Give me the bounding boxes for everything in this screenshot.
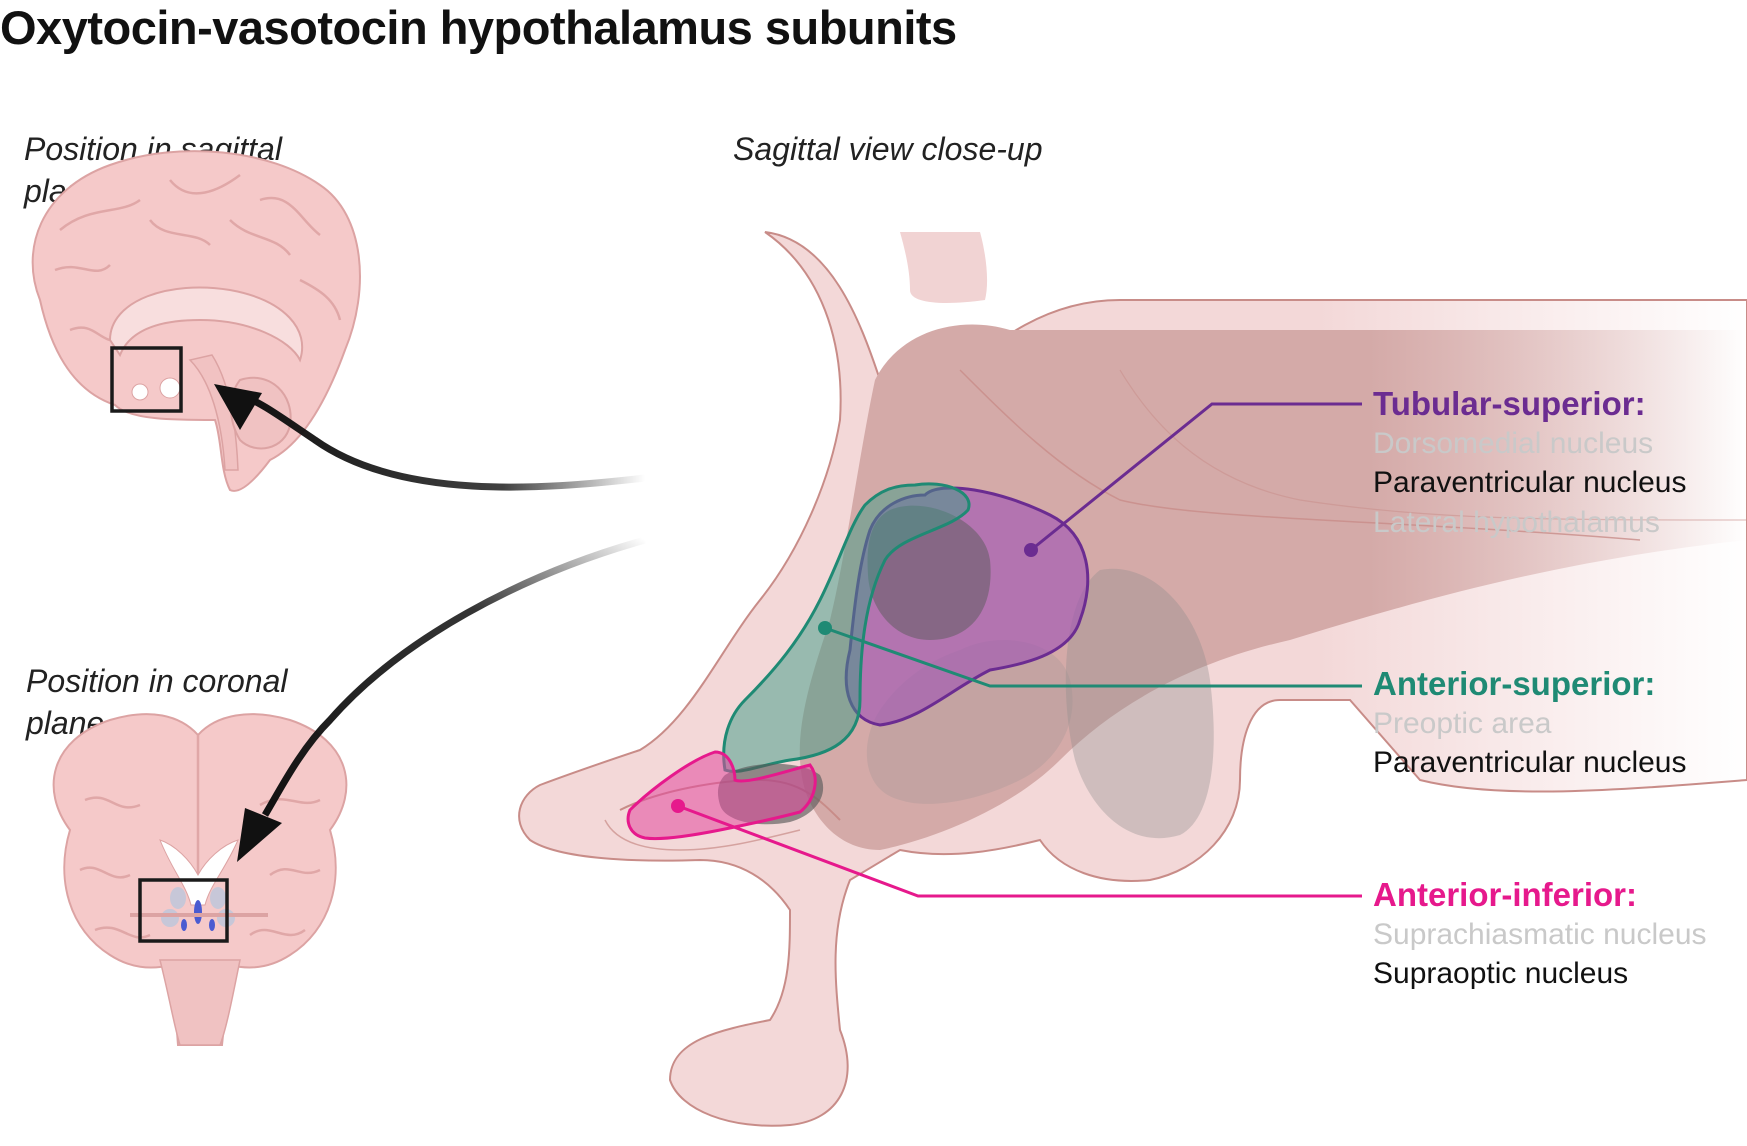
legend-heading-anterior-superior: Anterior-superior: [1373,665,1656,702]
anterior-superior-marker-dot [818,621,832,635]
legend-region-dorsomedial-nucleus: Dorsomedial nucleus [1373,426,1654,460]
legend-heading-tubular-superior: Tubular-superior: [1373,385,1646,422]
tubular-marker-dot [1024,543,1038,557]
legend-region-suprachiasmatic-nucleus: Suprachiasmatic nucleus [1373,917,1707,951]
sagittal-region-box [110,346,183,413]
pointer-arrows [214,384,646,862]
legend-region-paraventricular-nucleus: Paraventricular nucleus [1373,746,1687,779]
legend-region-lateral-hypothalamus: Lateral hypothalamus [1373,505,1660,539]
anterior-superior-leader-line [824,626,1362,688]
page-title: Oxytocin-vasotocin hypothalamus subunits [0,1,957,54]
arrow-head-coronal [237,808,282,862]
leader-lines [671,402,1362,898]
caption-sagittal-closeup: Sagittal view close-up [733,131,1043,167]
legend-heading-anterior-inferior: Anterior-inferior: [1373,876,1637,913]
sagittal-brain-illustration [31,150,361,492]
anterior-inferior-leader-line [677,804,1362,898]
tubular-leader-line [1030,402,1362,552]
legend-tubular-superior: Tubular-superior: Dorsomedial nucleus Pa… [1373,384,1745,542]
anterior-inferior-region [626,750,817,840]
legend-region-supraoptic-nucleus: Supraoptic nucleus [1373,957,1629,990]
legend-anterior-inferior: Anterior-inferior: Suprachiasmatic nucle… [1373,875,1745,994]
caption-coronal-position: Position in coronal plane [26,663,288,741]
legend-region-preoptic-area: Preoptic area [1373,706,1552,740]
arrow-head-sagittal [214,384,262,430]
legend-region-paraventricular-nucleus: Paraventricular nucleus [1373,466,1687,499]
coronal-brain-illustration [52,713,348,1046]
anterior-inferior-marker-dot [671,799,685,813]
legend-anterior-superior: Anterior-superior: Preoptic area Paraven… [1373,664,1745,783]
coronal-region-box [138,878,229,943]
